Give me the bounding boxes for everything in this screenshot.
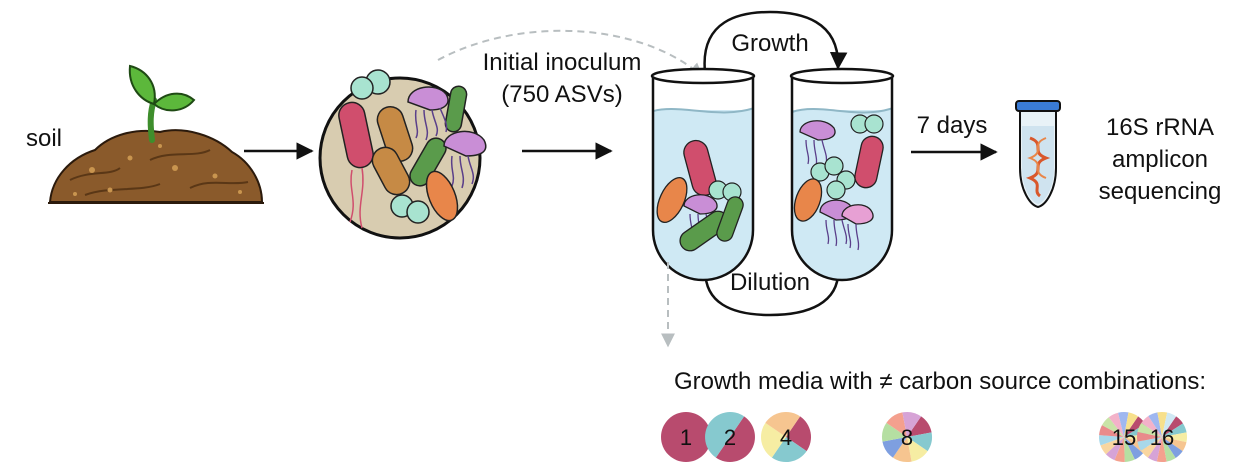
pie-8: 8 [882,411,932,462]
pie-2: 2 [705,412,755,462]
pie-slice [1137,437,1162,451]
pie-slice [1124,437,1135,462]
pie-label: 8 [901,425,913,450]
pie-slice [1102,417,1124,437]
pie-slice [771,437,807,462]
pie-slice [1105,437,1124,461]
pie-slice [907,432,932,452]
dilution-label: Dilution [730,269,810,296]
pie-slice [907,437,928,462]
pie-slice [1124,416,1146,437]
pie-slice [1148,412,1162,437]
pie-slice [1124,412,1139,437]
soil-illustration [48,64,264,204]
culture-tube-2 [789,67,895,282]
pie-slice [1099,425,1124,437]
inoculum-label-line2: (750 ASVs) [501,81,622,108]
pie-slice [1156,437,1167,462]
pie-slice [715,416,755,462]
pie-slice [1162,416,1183,437]
dilution-loop-arrow [695,260,840,317]
pie-label: 15 [1112,425,1136,450]
pie-slice [1114,437,1125,463]
soil-label: soil [26,125,62,152]
pie-slice [1124,437,1144,460]
pie-slice [1162,437,1183,458]
pie-slice [1100,437,1124,455]
pie-slice [1162,437,1187,452]
pie-slice [1162,412,1177,437]
pie-slice [902,411,922,437]
days-label: 7 days [917,112,988,139]
pie-slice [886,412,907,437]
media-caption: Growth media with ≠ carbon source combin… [674,368,1206,395]
pie-slice [1147,437,1162,462]
inoculum-label-line1: Initial inoculum [483,49,642,76]
pie-slice [1157,412,1168,437]
pie-16: 16 [1137,412,1187,462]
pie-slice [765,411,801,437]
dashed-arrow-to-tube [437,29,704,77]
inoculum-circle [318,69,487,240]
pie-slice [892,437,912,462]
pie-slice [1137,422,1162,437]
pie-1: 1 [661,412,711,462]
pie-slice [1098,435,1124,446]
pie-slice [1141,416,1162,437]
pie-slice [882,422,907,442]
pie-slice [1162,437,1176,462]
pie-slice [907,416,932,437]
sequencing-label-line2: amplicon [1112,146,1208,173]
pie-slice [1118,411,1129,437]
culture-tube-1 [650,67,756,282]
pie-slice [786,416,811,452]
sequencing-sample-tube [1015,100,1061,209]
pie-slice [1137,431,1162,442]
pie-slice [1108,412,1124,437]
pie-label: 16 [1150,425,1174,450]
pie-4: 4 [760,411,811,462]
pie-slice [1141,437,1162,458]
growth-label: Growth [731,30,808,57]
pie-15: 15 [1098,411,1149,463]
growth-loop-arrow [703,10,848,73]
sequencing-label-line1: 16S rRNA [1106,114,1214,141]
pie-slice [705,412,745,458]
pie-slice [882,437,907,458]
pie-slice [1162,432,1187,443]
sequencing-label-line3: sequencing [1099,178,1222,205]
pie-slice [760,422,786,458]
carbon-source-pies: 1 2 4 8 15 16 [661,411,1187,463]
pie-label: 4 [780,425,792,450]
pie-slice [661,412,711,462]
pie-label: 2 [724,425,736,450]
pie-slice [1162,423,1187,437]
pie-label: 1 [680,425,692,450]
